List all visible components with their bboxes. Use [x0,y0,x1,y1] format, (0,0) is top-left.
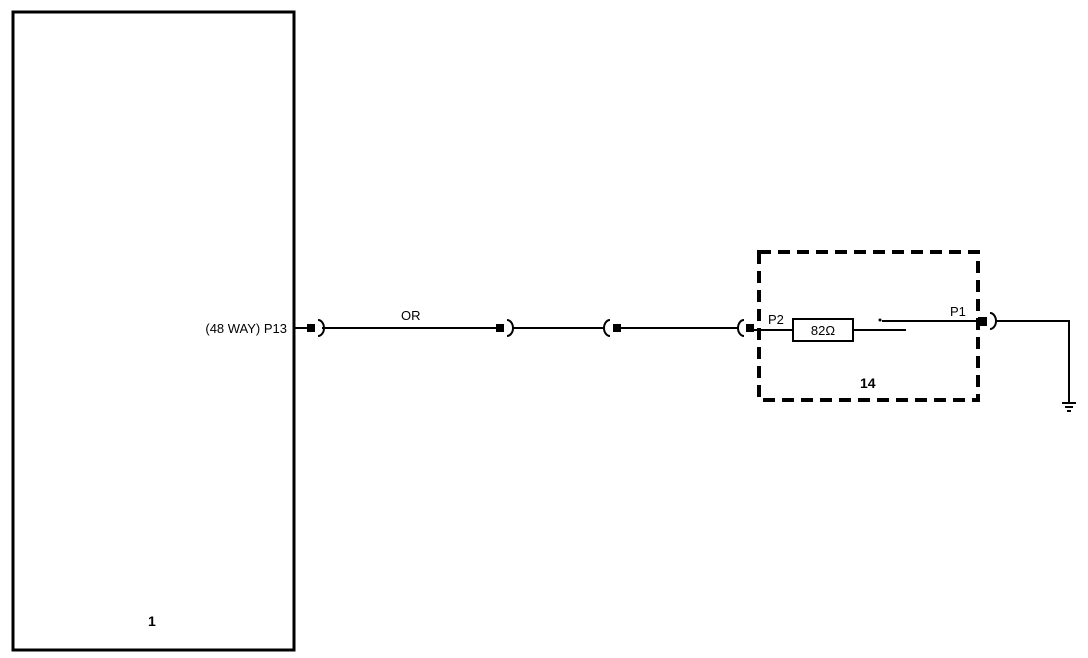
module-pin-label: (48 WAY) P13 [205,321,287,336]
unit-14-number: 14 [860,375,876,391]
module-1-number: 1 [148,613,156,629]
connector-p1 [978,312,997,330]
module-1-box [11,10,296,652]
connector-p2 [737,319,754,337]
ground-wire [996,320,1070,403]
ground-icon [1062,402,1076,412]
inline-connector-b [603,319,621,337]
pin-p2-label: P2 [768,312,784,327]
wire-color-code: OR [401,308,421,323]
pin-p1-label: P1 [950,304,966,319]
resistor-value-label: 82Ω [811,323,835,338]
inline-connector-a [496,319,514,337]
internal-dot [878,318,882,322]
connector-module-p13 [307,319,325,337]
